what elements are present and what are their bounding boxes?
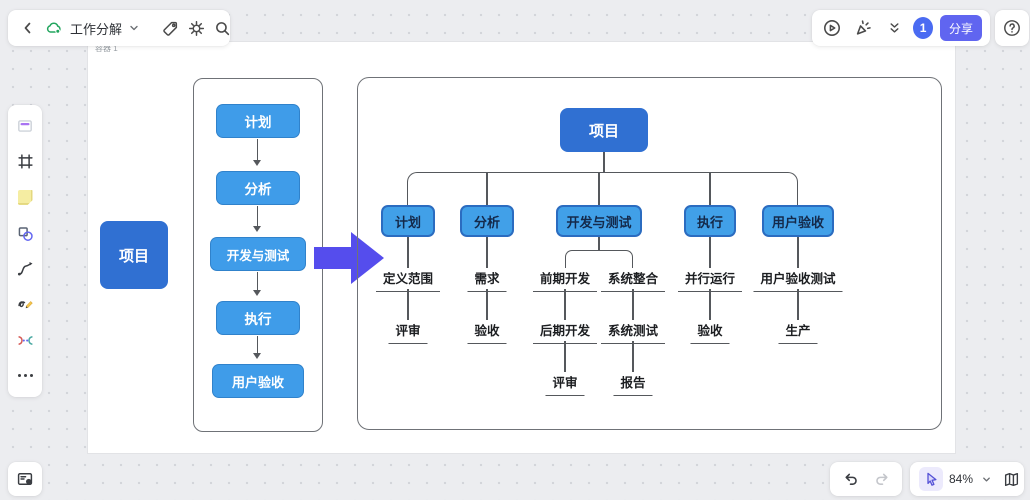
- tools-sidebar: [8, 105, 42, 397]
- connector-bracket: [565, 250, 633, 268]
- connector-line: [632, 341, 634, 372]
- connector-line: [797, 237, 799, 268]
- flow-step-node[interactable]: 开发与测试: [210, 237, 306, 271]
- flow-step-label: 执行: [244, 312, 272, 327]
- pen-icon[interactable]: [13, 293, 37, 317]
- connector-line: [709, 237, 711, 268]
- cloud-sync-icon: [42, 16, 66, 40]
- sticky-note-icon[interactable]: [13, 185, 37, 209]
- flow-arrow-connector: [253, 272, 262, 300]
- wbs-item[interactable]: 报告: [613, 372, 653, 396]
- template-icon[interactable]: [13, 114, 37, 138]
- connector-line: [564, 289, 566, 320]
- connector-line: [486, 172, 488, 205]
- flow-arrow-connector: [253, 139, 262, 170]
- tree-branch-label: 执行: [696, 214, 723, 230]
- zoom-panel: 84%: [910, 462, 1024, 496]
- tree-branch-node[interactable]: 分析: [460, 205, 514, 237]
- caret-down-icon[interactable]: [979, 467, 993, 491]
- container-label: 容器 1: [95, 44, 118, 53]
- flow-arrow-connector: [253, 336, 262, 363]
- more-icon[interactable]: [13, 364, 37, 388]
- tree-root-node[interactable]: 项目: [560, 108, 648, 152]
- flow-step-node[interactable]: 执行: [216, 301, 300, 335]
- tree-container[interactable]: [357, 77, 942, 430]
- wbs-item[interactable]: 生产: [778, 320, 818, 344]
- connector-line: [709, 289, 711, 320]
- flow-step-label: 用户验收: [231, 374, 284, 390]
- connector-line: [486, 237, 488, 268]
- zoom-level[interactable]: 84%: [949, 472, 974, 486]
- tree-branch-node[interactable]: 执行: [684, 205, 736, 237]
- connector-line: [603, 152, 605, 172]
- flow-step-label: 计划: [244, 115, 272, 130]
- redo-icon[interactable]: [870, 467, 894, 491]
- whiteboard-canvas[interactable]: 容器 1 项目 计划 分析 开发与测试 执行 用户验收 项目 计划 分析 开发与…: [88, 42, 955, 453]
- flow-step-label: 分析: [244, 182, 272, 197]
- slides-button[interactable]: [8, 462, 42, 496]
- tree-branch-label: 计划: [394, 214, 421, 230]
- shapes-icon[interactable]: [13, 221, 37, 245]
- connector-line: [564, 341, 566, 372]
- wbs-item[interactable]: 评审: [545, 372, 585, 396]
- flow-step-label: 开发与测试: [226, 248, 290, 263]
- slides-icon: [17, 472, 33, 486]
- connector-line: [598, 237, 600, 250]
- document-toolbar: 工作分解: [8, 10, 230, 46]
- flow-arrow-connector: [253, 206, 262, 236]
- tree-root-label: 项目: [588, 122, 619, 140]
- wbs-item[interactable]: 验收: [690, 320, 730, 344]
- minimap-icon[interactable]: [999, 467, 1023, 491]
- double-chevron-down-icon[interactable]: [882, 16, 906, 40]
- undo-icon[interactable]: [838, 467, 862, 491]
- play-circle-icon[interactable]: [820, 16, 844, 40]
- big-right-arrow-shape[interactable]: [313, 230, 387, 286]
- tree-branch-label: 分析: [473, 214, 500, 230]
- gear-icon[interactable]: [184, 16, 208, 40]
- presentation-toolbar: 1 分享: [812, 10, 990, 46]
- caret-down-icon[interactable]: [126, 16, 142, 40]
- search-icon[interactable]: [210, 16, 234, 40]
- flow-root-node[interactable]: 项目: [100, 221, 168, 289]
- flow-step-node[interactable]: 计划: [216, 104, 300, 138]
- connector-line: [407, 237, 409, 268]
- flow-step-node[interactable]: 分析: [216, 171, 300, 205]
- flow-root-label: 项目: [118, 247, 149, 265]
- tree-branch-label: 用户验收: [771, 214, 824, 230]
- wbs-item[interactable]: 评审: [388, 320, 428, 344]
- back-icon[interactable]: [16, 16, 40, 40]
- document-title[interactable]: 工作分解: [70, 21, 123, 37]
- tree-branch-node[interactable]: 计划: [381, 205, 435, 237]
- cursor-tool-icon[interactable]: [919, 467, 943, 491]
- connector-line: [407, 289, 409, 320]
- help-button[interactable]: [995, 10, 1029, 46]
- connector-line: [632, 289, 634, 320]
- connector-line: [709, 172, 711, 205]
- laser-pointer-icon[interactable]: [851, 16, 875, 40]
- frame-icon[interactable]: [13, 150, 37, 174]
- wbs-item[interactable]: 验收: [467, 320, 507, 344]
- tag-icon[interactable]: [158, 16, 182, 40]
- flow-step-node[interactable]: 用户验收: [212, 364, 304, 398]
- share-button[interactable]: 分享: [940, 15, 982, 41]
- history-panel: [830, 462, 902, 496]
- connector-curve-icon[interactable]: [13, 257, 37, 281]
- tree-branch-node[interactable]: 用户验收: [762, 205, 834, 237]
- relation-icon[interactable]: [13, 328, 37, 352]
- connector-line: [598, 172, 600, 205]
- tree-branch-node[interactable]: 开发与测试: [556, 205, 642, 237]
- connector-rail: [407, 172, 798, 205]
- tree-branch-label: 开发与测试: [566, 214, 632, 230]
- connector-line: [797, 289, 799, 320]
- collaborator-badge[interactable]: 1: [913, 17, 934, 39]
- connector-line: [486, 289, 488, 320]
- question-icon: [1004, 20, 1020, 36]
